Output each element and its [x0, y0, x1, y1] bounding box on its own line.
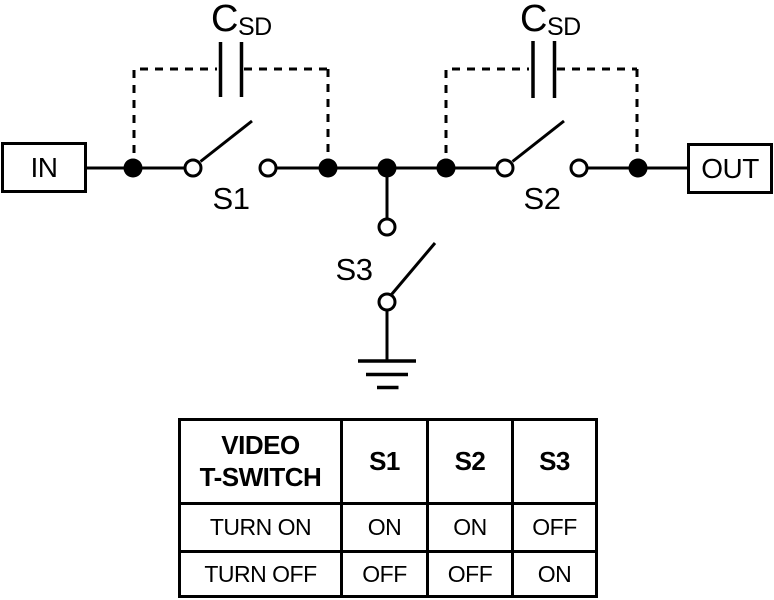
- in-terminal-label: IN: [31, 152, 58, 183]
- switch-s2: [495, 119, 589, 178]
- switch-s2-contact-right: [569, 158, 589, 178]
- truth-table-header-row: VIDEO T-SWITCH S1 S2 S3: [178, 418, 598, 505]
- truth-table-title-cell: VIDEO T-SWITCH: [178, 418, 343, 505]
- capacitor-right-label: CSD: [520, 0, 581, 41]
- table-cell: OFF: [511, 502, 598, 553]
- truth-table-column-s3: S3: [511, 418, 598, 505]
- truth-table-column-s1: S1: [340, 418, 429, 505]
- table-cell: ON: [511, 550, 598, 598]
- switch-s1-contact-right: [258, 158, 278, 178]
- table-cell: OFF: [426, 550, 514, 598]
- switch-s1-arm-icon: [199, 119, 253, 163]
- junction-dot: [436, 158, 456, 178]
- truth-table: VIDEO T-SWITCH S1 S2 S3 TURN ON ON ON OF…: [178, 418, 598, 598]
- circuit-schematic: CSD CSD S: [1, 0, 773, 390]
- capacitor-right-subscript: SD: [547, 13, 581, 41]
- dashed-wire-left-cap-right-leg: [244, 67, 330, 153]
- out-terminal-box: [687, 143, 773, 194]
- switch-s3-contact-top: [377, 217, 397, 237]
- truth-table-row-turn-off: TURN OFF OFF OFF ON: [178, 550, 598, 598]
- capacitor-right-symbol: C: [520, 0, 547, 40]
- capacitor-left-symbol: C: [211, 0, 238, 40]
- switch-s1: [183, 119, 278, 178]
- capacitor-left-subscript: SD: [238, 13, 272, 41]
- switch-s3-contact-bottom: [377, 292, 397, 312]
- switch-s1-contact-left: [183, 158, 203, 178]
- switch-s2-contact-left: [495, 158, 515, 178]
- junction-dot: [628, 158, 648, 178]
- switch-s3-label: S3: [336, 252, 373, 287]
- out-terminal: OUT: [687, 143, 773, 194]
- ground-icon: [358, 359, 416, 390]
- dashed-wire-right-cap-right-leg: [557, 67, 639, 153]
- capacitor-left: [132, 42, 330, 153]
- capacitor-left-label: CSD: [211, 0, 272, 41]
- switch-s3-arm-icon: [390, 242, 437, 296]
- out-terminal-label: OUT: [701, 153, 759, 184]
- switch-s2-arm-icon: [511, 119, 565, 163]
- switch-s3: [377, 217, 437, 312]
- truth-table-column-s2: S2: [426, 418, 514, 505]
- table-cell: ON: [340, 502, 429, 553]
- capacitor-right: [444, 41, 639, 153]
- junction-dot: [123, 158, 143, 178]
- row-label: TURN OFF: [178, 550, 343, 598]
- in-terminal: IN: [1, 142, 87, 193]
- in-terminal-box: [1, 142, 87, 193]
- table-cell: ON: [426, 502, 514, 553]
- switch-s2-label: S2: [524, 181, 561, 216]
- junction-dots: [123, 158, 648, 178]
- dashed-wire-left-cap-left-leg: [132, 67, 217, 153]
- dashed-wire-right-cap-left-leg: [444, 67, 529, 153]
- junction-dot: [318, 158, 338, 178]
- table-cell: OFF: [340, 550, 429, 598]
- switch-s1-label: S1: [213, 181, 250, 216]
- junction-dot: [377, 158, 397, 178]
- signal-path-wires: [86, 166, 688, 361]
- row-label: TURN ON: [178, 502, 343, 553]
- truth-table-row-turn-on: TURN ON ON ON OFF: [178, 502, 598, 553]
